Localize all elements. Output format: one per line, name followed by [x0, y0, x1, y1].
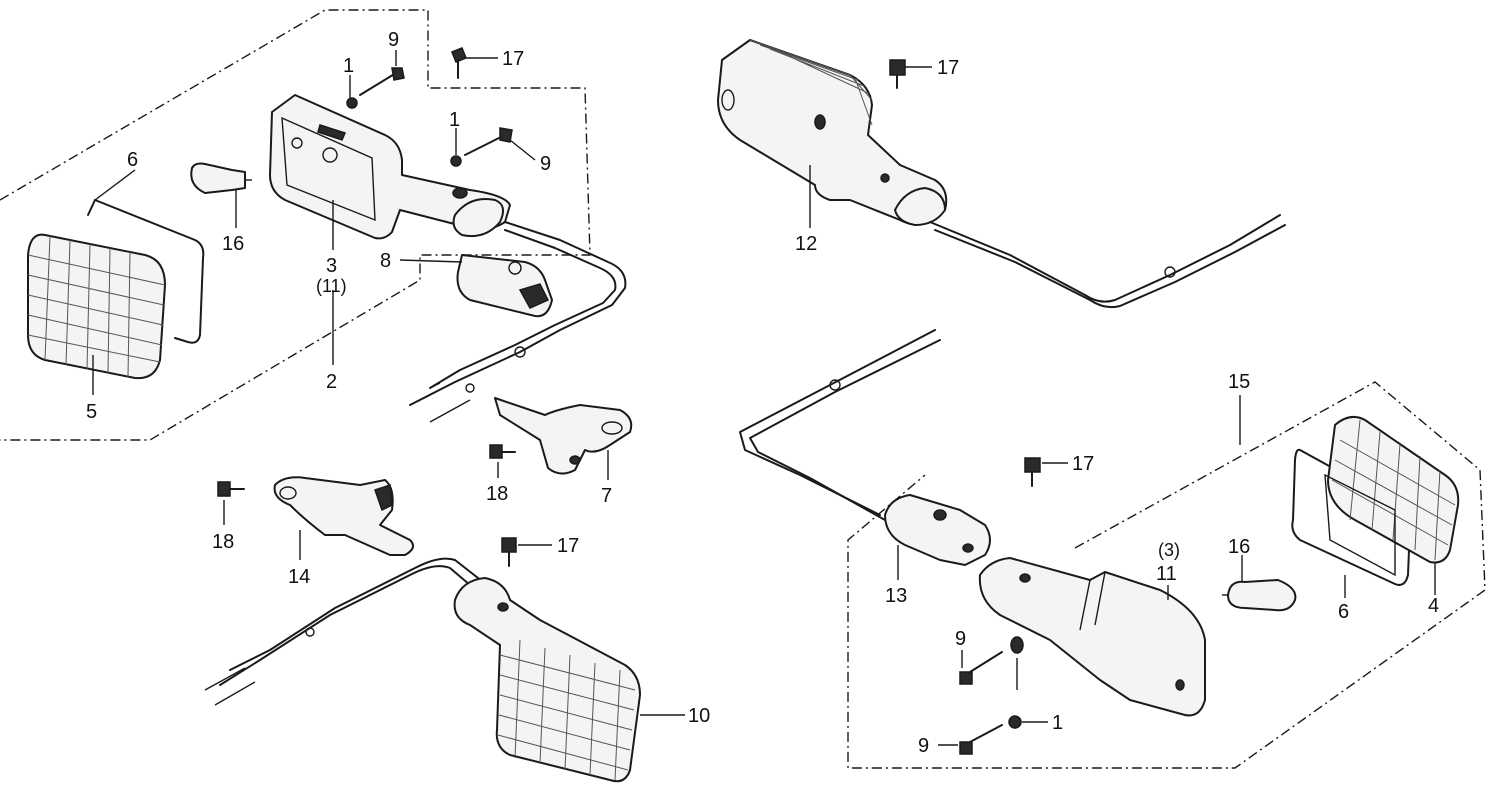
callout-11a: (11) [316, 276, 347, 296]
callout-14: 14 [288, 566, 310, 588]
bulb-socket-8 [456, 254, 553, 318]
callout-17b: 17 [557, 535, 579, 557]
callout-17a: 17 [502, 48, 524, 70]
callout-17c: 17 [937, 57, 959, 79]
callout-1c: 1 [1052, 712, 1063, 734]
bolt-18a [489, 444, 516, 459]
stay-bracket-7 [494, 397, 633, 475]
callout-9a: 9 [388, 29, 399, 51]
callout-16a: 16 [222, 233, 244, 255]
callout-6b: 6 [1338, 601, 1349, 623]
callout-5: 5 [86, 401, 97, 423]
callout-9b: 9 [540, 153, 551, 175]
callout-9c: 9 [955, 628, 966, 650]
stay-bracket-13 [884, 494, 991, 566]
bolt-17d [1024, 457, 1041, 487]
callout-9d: 9 [918, 735, 929, 757]
callout-13: 13 [885, 585, 907, 607]
callout-11b: 11 [1156, 563, 1177, 585]
turn-signal-10 [453, 577, 641, 783]
callout-8: 8 [380, 250, 391, 272]
turn-signal-lens-5 [27, 233, 166, 380]
callout-15: 15 [1228, 371, 1250, 393]
screw-9a [359, 67, 405, 96]
wire-harness-lower-left [204, 557, 479, 706]
callout-4: 4 [1428, 595, 1439, 617]
callout-1b: 1 [449, 109, 460, 131]
washer-1d [1008, 715, 1022, 729]
callout-17d: 17 [1072, 453, 1094, 475]
lens-gasket-6 [87, 199, 205, 344]
callout-10: 10 [688, 705, 710, 727]
bolt-17a [451, 47, 467, 79]
group-outline-front-left [0, 9, 591, 441]
leader-lines [92, 50, 1436, 746]
screw-9c [959, 651, 1003, 685]
bulb-16 [190, 162, 252, 194]
callout-labels: 1 9 17 1 9 6 16 3 (11) 8 2 5 7 18 18 14 … [86, 29, 1439, 757]
bolt-17c [889, 59, 906, 89]
stay-bracket-14 [273, 476, 415, 556]
turn-signal-11 [978, 557, 1206, 717]
callout-2: 2 [326, 371, 337, 393]
wire-harness-lower-right [739, 329, 941, 521]
callout-18a: 18 [486, 483, 508, 505]
washer-1c [1010, 636, 1024, 654]
washer-1a [346, 97, 358, 109]
callout-6a: 6 [127, 149, 138, 171]
callout-16b: 16 [1228, 536, 1250, 558]
wire-harness-right [929, 214, 1286, 309]
callout-3a: 3 [326, 255, 337, 277]
turn-signal-12 [717, 39, 948, 226]
bulb-16b [1222, 579, 1297, 612]
turn-signal-lens-4 [1324, 415, 1460, 577]
screw-9d [959, 724, 1003, 755]
group-outline-rear-right [847, 381, 1486, 769]
screw-9b [464, 127, 513, 156]
callout-12: 12 [795, 233, 817, 255]
wire-harness-left [409, 221, 627, 423]
callout-7: 7 [601, 485, 612, 507]
callout-1a: 1 [343, 55, 354, 77]
callout-3b: (3) [1158, 540, 1180, 560]
bolt-17b [501, 537, 517, 567]
signal-housing-3 [269, 94, 511, 240]
washer-1b [450, 155, 462, 167]
callout-18b: 18 [212, 531, 234, 553]
bolt-18b [217, 481, 245, 497]
